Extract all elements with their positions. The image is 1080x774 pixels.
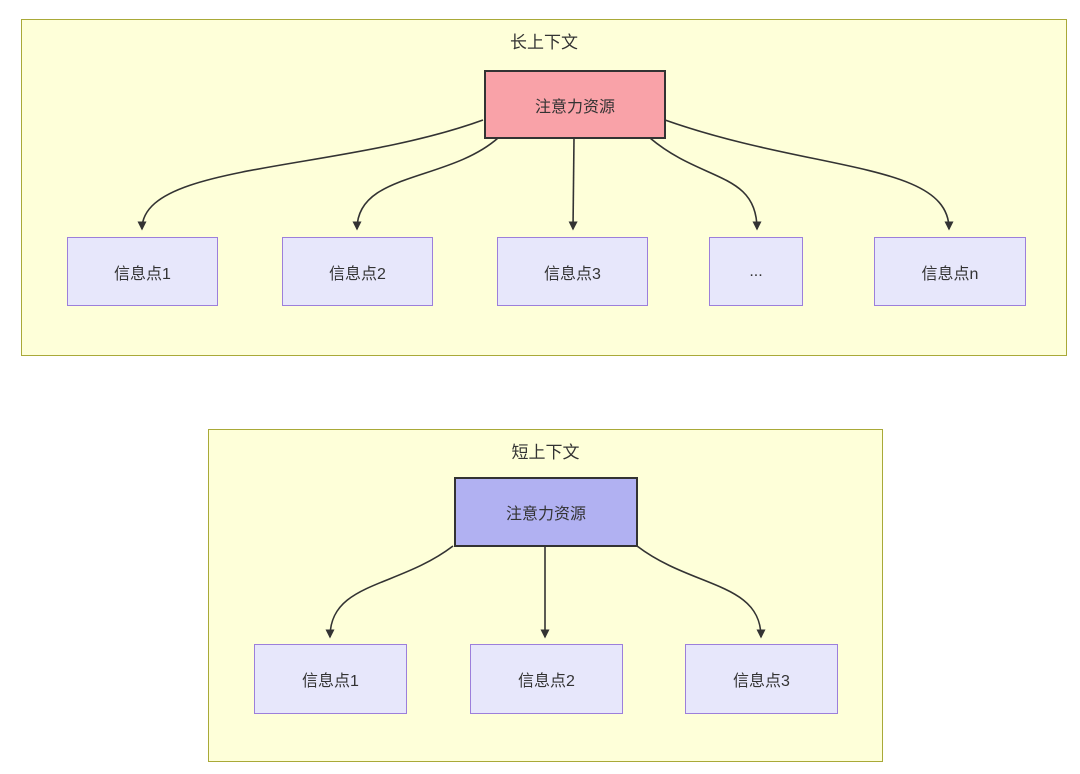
short-attention-resource-label: 注意力资源 <box>505 506 586 523</box>
short-context-panel-title: 短上下文 <box>511 443 580 462</box>
long-info-node-n: 信息点n <box>874 237 1026 306</box>
long-context-panel-title: 长上下文 <box>510 33 578 52</box>
long-info-node-3-label: 信息点3 <box>544 265 601 283</box>
short-info-node-2: 信息点2 <box>470 644 623 714</box>
long-info-node-n-label: 信息点n <box>921 265 979 283</box>
short-context-panel: 短上下文 注意力资源 信息点1 信息点2 信息点3 <box>208 429 883 762</box>
long-info-node-2: 信息点2 <box>282 237 433 306</box>
short-info-node-3: 信息点3 <box>685 644 838 714</box>
short-info-node-3-label: 信息点3 <box>733 673 790 690</box>
long-attention-resource-label: 注意力资源 <box>534 98 615 116</box>
long-attention-resource-node: 注意力资源 <box>484 70 666 139</box>
long-info-node-3: 信息点3 <box>497 237 648 306</box>
long-info-node-ellipsis: ... <box>709 237 803 306</box>
long-info-node-1: 信息点1 <box>67 237 218 306</box>
long-info-node-ellipsis-label: ... <box>749 262 763 280</box>
short-info-node-1-label: 信息点1 <box>302 673 359 690</box>
short-info-node-1: 信息点1 <box>254 644 407 714</box>
short-info-node-2-label: 信息点2 <box>518 673 575 690</box>
long-info-node-2-label: 信息点2 <box>329 265 386 283</box>
long-context-panel: 长上下文 注意力资源 信息点1 信息点2 信息点3 ... 信息点n <box>21 19 1067 356</box>
short-attention-resource-node: 注意力资源 <box>454 477 638 547</box>
long-info-node-1-label: 信息点1 <box>114 265 171 283</box>
